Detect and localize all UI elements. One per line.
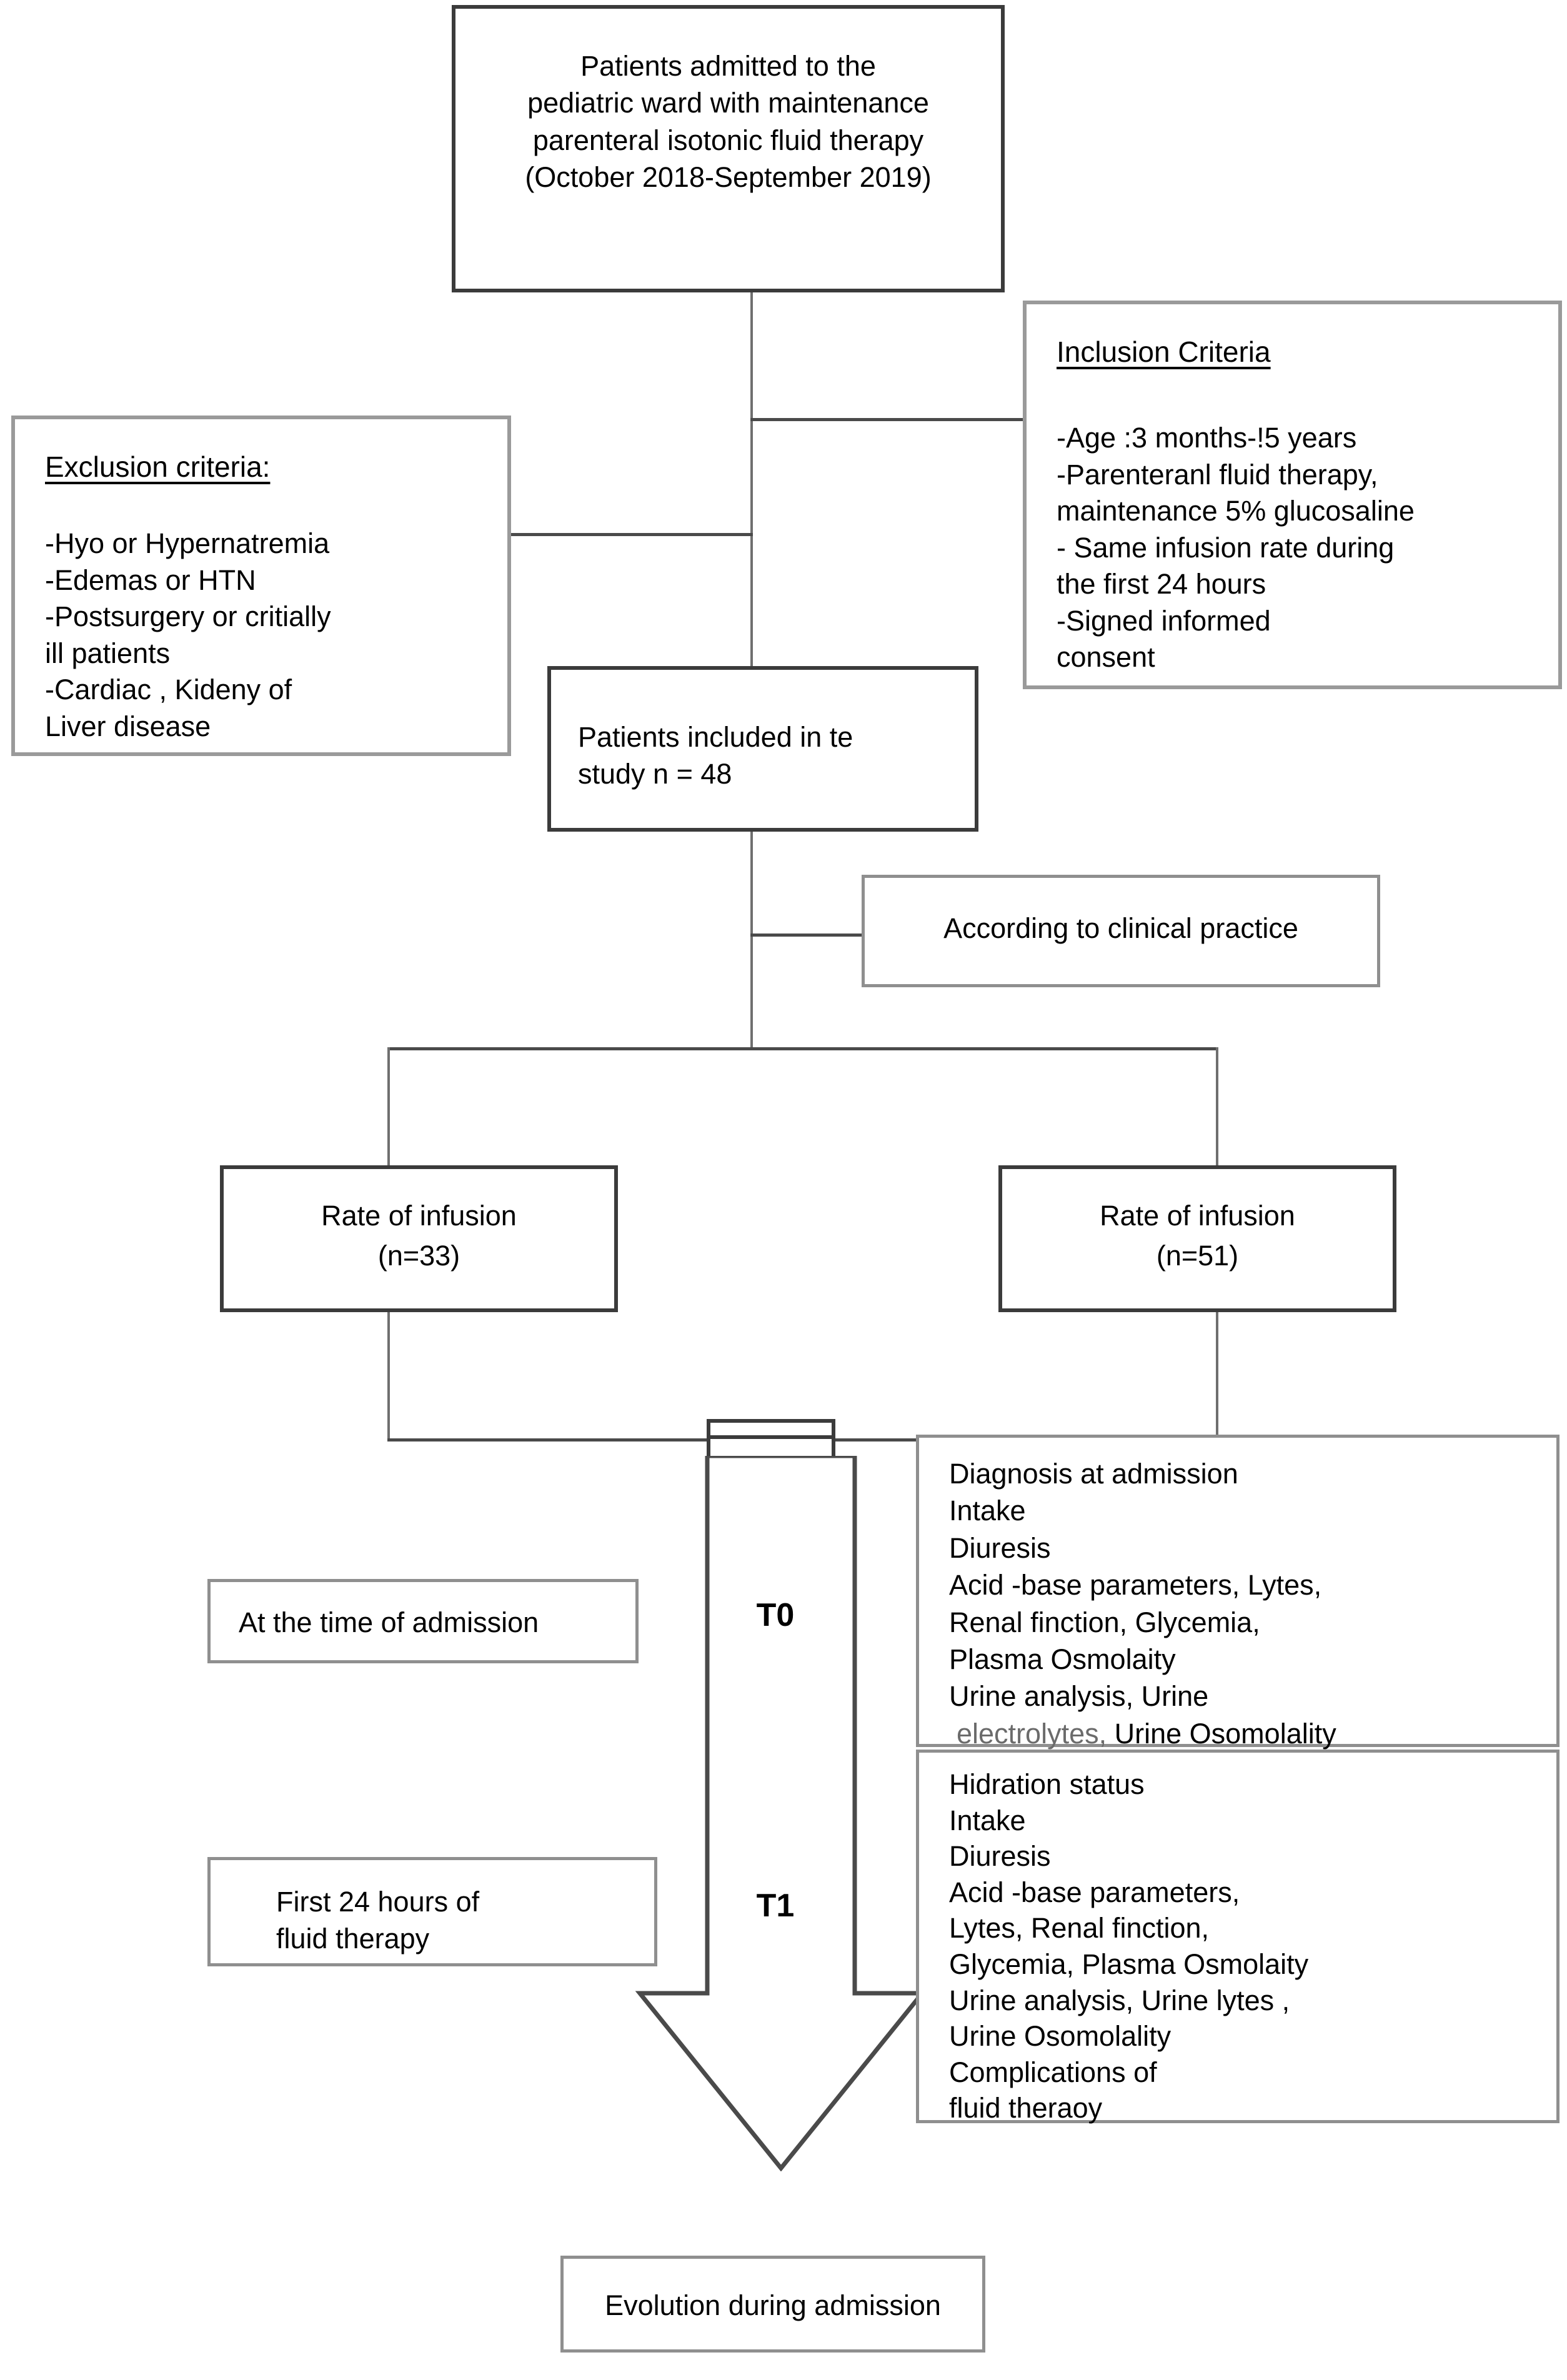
connector-spine-top <box>750 291 753 685</box>
inclusion-item: consent <box>1057 641 1155 673</box>
patients-included-box: Patients included in te study n = 48 <box>547 666 978 832</box>
timepoint-t0-label: T0 <box>756 1597 795 1633</box>
timeline-down-arrow <box>635 1456 927 2171</box>
rate-of-infusion-right-box: Rate of infusion (n=51) <box>998 1165 1396 1312</box>
exclusion-item: -Hyo or Hypernatremia <box>45 527 330 559</box>
t0-measure-line: Acid -base parameters, Lytes, <box>949 1569 1322 1601</box>
t1-measure-line: fluid theraoy <box>949 2092 1103 2124</box>
t1-measure-line: Complications of <box>949 2056 1157 2088</box>
t1-measure-line: Intake <box>949 1804 1026 1836</box>
t0-measure-line: Urine analysis, Urine <box>949 1680 1209 1713</box>
t1-measure-line: Diuresis <box>949 1840 1051 1873</box>
t1-measure-line: Acid -base parameters, <box>949 1876 1240 1908</box>
connector-to-inclusion <box>750 418 1025 421</box>
inclusion-item: -Parenteranl fluid therapy, <box>1057 458 1378 490</box>
title-box: Patients admitted to the pediatric ward … <box>452 5 1005 292</box>
exclusion-item: Liver disease <box>45 710 211 742</box>
connector-branch-bar-top <box>387 1047 1218 1050</box>
exclusion-item: -Cardiac , Kideny of <box>45 674 292 705</box>
inclusion-item: -Age :3 months-!5 years <box>1057 422 1357 454</box>
t0-measure-osmolality-token: Urine Osomolality <box>1107 1717 1336 1750</box>
title-box-text: Patients admitted to the pediatric ward … <box>525 50 932 194</box>
exclusion-criteria-box: Exclusion criteria: -Hyo or Hypernatremi… <box>11 416 511 756</box>
outcome-box-text: Evolution during admission <box>605 2289 941 2321</box>
t0-measures-box: Diagnosis at admission Intake Diuresis A… <box>916 1435 1560 1750</box>
connector-rate-left-stem <box>387 1309 390 1440</box>
inclusion-item: -Signed informed <box>1057 604 1271 637</box>
connector-branch-right-down <box>1216 1047 1218 1193</box>
timepoint-t1-label: T1 <box>756 1888 795 1924</box>
t0-measure-electrolytes-token: electrolytes, <box>957 1717 1107 1750</box>
connector-to-practice <box>750 934 863 937</box>
t0-measure-line: Diuresis <box>949 1531 1051 1564</box>
rate-left-line1: Rate of infusion <box>321 1200 517 1232</box>
t0-measure-line: Plasma Osmolaity <box>949 1643 1176 1675</box>
t1-measure-line: Glycemia, Plasma Osmolaity <box>949 1948 1309 1980</box>
inclusion-criteria-box: Inclusion Criteria -Age :3 months-!5 yea… <box>1023 301 1562 689</box>
t1-measures-box: Hidration status Intake Diuresis Acid -b… <box>916 1750 1560 2124</box>
inclusion-item: the first 24 hours <box>1057 568 1266 600</box>
rate-right-line1: Rate of infusion <box>1100 1200 1295 1232</box>
clinical-practice-box: According to clinical practice <box>862 875 1380 987</box>
first-24-hours-label-text: First 24 hours of fluid therapy <box>276 1886 480 1954</box>
exclusion-criteria-heading: Exclusion criteria: <box>45 451 271 483</box>
inclusion-item: maintenance 5% glucosaline <box>1057 495 1415 527</box>
rate-left-line2: (n=33) <box>377 1240 460 1272</box>
t1-measure-line: Hidration status <box>949 1768 1145 1800</box>
connector-to-exclusion <box>511 533 753 536</box>
t1-measure-line: Urine analysis, Urine lytes , <box>949 1984 1290 2016</box>
first-24-hours-label-box: First 24 hours of fluid therapy <box>207 1857 657 1966</box>
inclusion-criteria-heading: Inclusion Criteria <box>1057 336 1271 368</box>
connector-rate-right-stem <box>1216 1309 1218 1440</box>
exclusion-item: -Postsurgery or critially <box>45 600 331 632</box>
t1-measure-line: Urine Osomolality <box>949 2020 1172 2053</box>
t0-measure-line-last: electrolytes, Urine Osomolality <box>949 1715 1336 1752</box>
admission-time-label-box: At the time of admission <box>207 1579 639 1663</box>
exclusion-item: ill patients <box>45 637 171 669</box>
t0-measure-line: Renal finction, Glycemia, <box>949 1606 1260 1638</box>
outcome-box: Evolution during admission <box>560 2256 985 2353</box>
rate-of-infusion-left-box: Rate of infusion (n=33) <box>220 1165 618 1312</box>
inclusion-item: - Same infusion rate during <box>1057 531 1395 564</box>
admission-time-label-text: At the time of admission <box>239 1606 539 1638</box>
rate-right-line2: (n=51) <box>1156 1240 1239 1272</box>
clinical-practice-text: According to clinical practice <box>943 912 1298 944</box>
t0-measure-line: Intake <box>949 1495 1026 1527</box>
t0-measure-line: Diagnosis at admission <box>949 1458 1238 1490</box>
t1-measure-line: Lytes, Renal finction, <box>949 1912 1210 1944</box>
patients-included-text: Patients included in te study n = 48 <box>578 721 853 790</box>
connector-spine-mid <box>750 831 753 1050</box>
exclusion-item: -Edemas or HTN <box>45 564 256 596</box>
connector-branch-left-down <box>387 1047 390 1193</box>
